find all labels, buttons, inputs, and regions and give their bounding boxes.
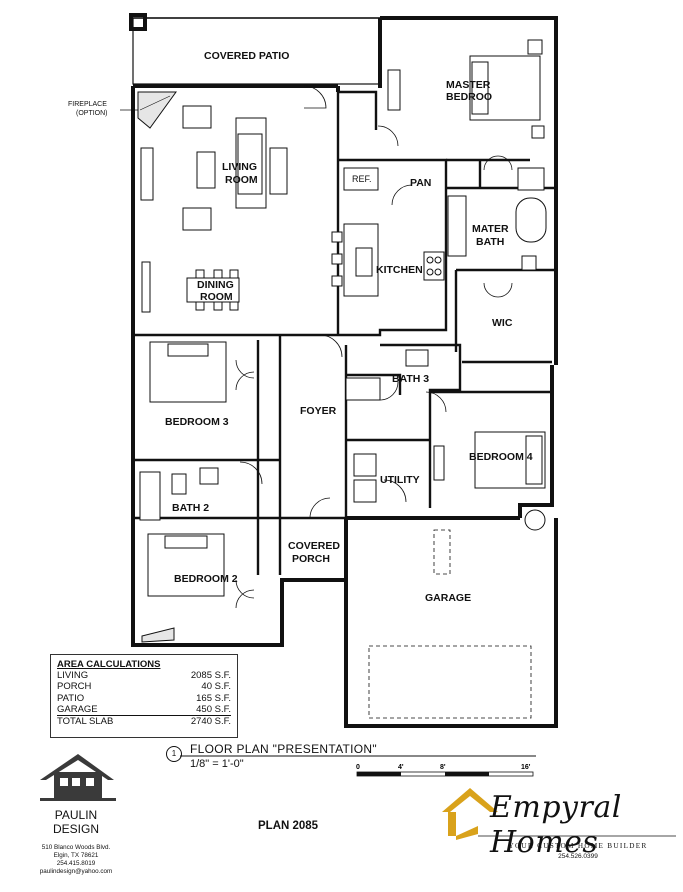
plan-scale: 1/8" = 1'-0"	[190, 758, 244, 770]
label-living-l1: LIVING	[222, 161, 257, 173]
label-wic: WIC	[492, 317, 513, 329]
builder-name: Empyral Homes	[490, 790, 622, 860]
label-bedroom3: BEDROOM 3	[165, 416, 229, 428]
scale-tick-16: 16'	[521, 764, 531, 771]
builder-phone: 254.526.0399	[558, 853, 598, 860]
label-bedroom2: BEDROOM 2	[174, 573, 238, 585]
label-bath2: BATH 2	[172, 502, 209, 514]
designer-email: paulindesign@yahoo.com	[39, 868, 113, 875]
designer-name-l1: PAULIN	[54, 808, 98, 822]
area-label: PATIO	[57, 692, 85, 704]
room-labels: COVERED PATIO MASTER BEDROO FIREPLACE (O…	[68, 50, 533, 604]
area-label: LIVING	[57, 670, 89, 682]
area-label: PORCH	[57, 681, 92, 693]
attic-access	[433, 529, 451, 575]
scale-tick-8: 8'	[440, 764, 446, 771]
designer-name-l2: DESIGN	[52, 822, 99, 836]
label-mater-bath-l1: MATER	[472, 223, 509, 235]
designer-address: 510 Blanco Woods Blvd.	[41, 844, 111, 851]
label-pan: PAN	[410, 177, 431, 189]
garage-door-outline	[368, 645, 532, 719]
living-furniture	[140, 105, 288, 313]
scale-tick-0: 0	[356, 764, 360, 771]
area-value: 2740 S.F.	[190, 716, 231, 728]
area-row: LIVING 2085 S.F.	[57, 670, 231, 681]
plan-title: FLOOR PLAN "PRESENTATION"	[190, 742, 377, 756]
designer-name: PAULIN DESIGN	[36, 808, 116, 836]
detail-number: 1	[166, 746, 182, 762]
designer-phone: 254.415.8019	[56, 860, 96, 867]
paulin-logo	[40, 754, 116, 801]
label-fireplace-l2: (OPTION)	[76, 110, 108, 117]
garage-wall	[344, 518, 558, 728]
plan-code: PLAN 2085	[258, 820, 319, 832]
area-calculations-table: AREA CALCULATIONS LIVING 2085 S.F. PORCH 4…	[50, 654, 238, 738]
area-row: PORCH 40 S.F.	[57, 681, 231, 692]
exterior-wall-left	[131, 16, 558, 647]
label-covered-porch-l1: COVERED	[288, 540, 340, 552]
label-dining-l2: ROOM	[200, 291, 233, 303]
area-heading: AREA CALCULATIONS	[57, 659, 161, 670]
water-heater	[524, 509, 546, 531]
designer-contact: 510 Blanco Woods Blvd. Elgin, TX 78621 2…	[26, 844, 126, 876]
label-utility: UTILITY	[380, 474, 420, 486]
scale-tick-4: 4'	[398, 764, 404, 771]
area-value: 40 S.F.	[201, 681, 231, 693]
label-master-l1: MASTER	[446, 79, 491, 91]
label-foyer: FOYER	[300, 405, 337, 417]
label-living-l2: ROOM	[225, 174, 258, 186]
label-fireplace-l1: FIREPLACE	[68, 101, 107, 108]
patio-column	[129, 13, 147, 31]
area-value: 165 S.F.	[196, 692, 231, 704]
label-covered-patio: COVERED PATIO	[204, 50, 289, 62]
area-row: GARAGE 450 S.F.	[57, 703, 231, 717]
area-value: 2085 S.F.	[190, 670, 231, 682]
builder-tagline: YOUR CUSTOM HOME BUILDER	[508, 842, 648, 850]
master-furniture	[387, 39, 545, 139]
area-label: GARAGE	[57, 703, 98, 715]
label-bedroom4: BEDROOM 4	[469, 451, 533, 463]
designer-city: Elgin, TX 78621	[53, 852, 99, 859]
bedroom-furniture	[141, 341, 546, 643]
label-master-l2: BEDROO	[446, 91, 492, 103]
fireplace-symbol	[120, 91, 177, 129]
label-mater-bath-l2: BATH	[476, 236, 504, 248]
area-label: TOTAL SLAB	[57, 716, 114, 728]
area-row: PATIO 165 S.F.	[57, 693, 231, 704]
doors	[235, 85, 513, 609]
label-covered-porch-l2: PORCH	[292, 553, 330, 565]
empyral-logo	[442, 788, 676, 840]
area-value: 450 S.F.	[196, 703, 231, 715]
kitchen-fixtures	[139, 167, 547, 521]
label-kitchen: KITCHEN	[376, 264, 423, 276]
label-ref: REF.	[352, 174, 372, 184]
scale-bar: 0 4' 8' 16'	[356, 764, 534, 777]
area-row-total: TOTAL SLAB 2740 S.F.	[57, 716, 231, 727]
label-bath3: BATH 3	[392, 373, 429, 385]
label-dining-l1: DINING	[197, 279, 234, 291]
label-garage: GARAGE	[425, 592, 471, 604]
